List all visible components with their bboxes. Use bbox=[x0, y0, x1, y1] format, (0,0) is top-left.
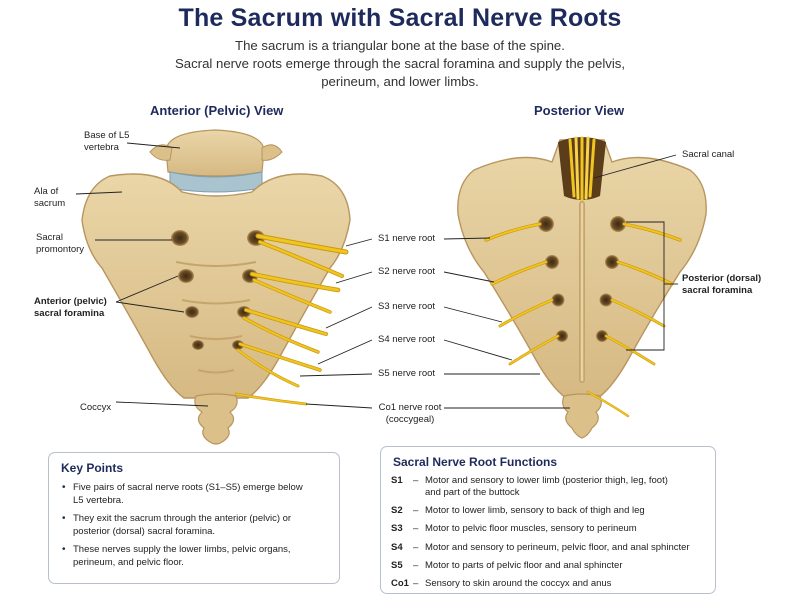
function-desc: Motor to lower limb, sensory to back of … bbox=[425, 505, 645, 516]
label-posterior-foramina: Posterior (dorsal)sacral foramina bbox=[682, 273, 762, 296]
anterior-view-heading: Anterior (Pelvic) View bbox=[150, 103, 284, 118]
label-s3-nerve-root: S3 nerve root bbox=[378, 301, 436, 312]
subtitle-line-3: perineum, and lower limbs. bbox=[321, 74, 479, 89]
label-s5-nerve-root: S5 nerve root bbox=[378, 368, 436, 379]
functions-title: Sacral Nerve Root Functions bbox=[393, 455, 558, 469]
function-row-s5: S5 – Motor to parts of pelvic floor and … bbox=[391, 560, 623, 571]
anterior-nerve-roots bbox=[234, 233, 349, 406]
function-code: S3 bbox=[391, 523, 403, 534]
bullet-icon: • bbox=[62, 544, 66, 555]
key-points-panel: Key Points • Five pairs of sacral nerve … bbox=[48, 452, 340, 584]
function-code: S2 bbox=[391, 505, 403, 516]
function-code: Co1 bbox=[391, 578, 409, 589]
coccyx bbox=[194, 393, 238, 445]
function-row-s2: S2 – Motor to lower limb, sensory to bac… bbox=[391, 505, 645, 516]
label-sacral-canal: Sacral canal bbox=[682, 149, 735, 160]
posterior-view-heading: Posterior View bbox=[534, 103, 625, 118]
function-desc: Motor and sensory to lower limb (posteri… bbox=[425, 475, 668, 498]
function-desc: Motor to parts of pelvic floor and anal … bbox=[425, 560, 623, 571]
function-desc: Motor and sensory to perineum, pelvic fl… bbox=[425, 542, 690, 553]
bullet-icon: • bbox=[62, 482, 66, 493]
label-s1-nerve-root: S1 nerve root bbox=[378, 233, 436, 244]
subtitle-line-1: The sacrum is a triangular bone at the b… bbox=[235, 38, 565, 53]
key-point-item: • Five pairs of sacral nerve roots (S1–S… bbox=[62, 482, 303, 506]
function-desc: Sensory to skin around the coccyx and an… bbox=[425, 578, 612, 589]
function-row-s1: S1 – Motor and sensory to lower limb (po… bbox=[391, 475, 668, 498]
cauda-equina bbox=[568, 136, 596, 202]
key-point-item: • They exit the sacrum through the anter… bbox=[62, 513, 292, 537]
function-row-co1: Co1 – Sensory to skin around the coccyx … bbox=[391, 578, 612, 589]
function-row-s4: S4 – Motor and sensory to perineum, pelv… bbox=[391, 542, 690, 553]
label-s2-nerve-root: S2 nerve root bbox=[378, 266, 436, 277]
anterior-sacrum bbox=[81, 129, 351, 445]
bullet-icon: • bbox=[62, 513, 66, 524]
l5-vertebra bbox=[165, 129, 265, 177]
label-s4-nerve-root: S4 nerve root bbox=[378, 334, 436, 345]
label-co1-nerve-root: Co1 nerve root(coccygeal) bbox=[378, 402, 442, 425]
key-point-item: • These nerves supply the lower limbs, p… bbox=[62, 544, 291, 568]
function-code: S5 bbox=[391, 560, 403, 571]
functions-panel: Sacral Nerve Root Functions S1 – Motor a… bbox=[380, 446, 716, 594]
posterior-sacrum bbox=[457, 136, 707, 439]
leader-lines bbox=[75, 142, 678, 409]
label-anterior-foramina: Anterior (pelvic)sacral foramina bbox=[34, 296, 107, 319]
function-desc: Motor to pelvic floor muscles, sensory t… bbox=[425, 523, 637, 534]
sacrum-illustration bbox=[75, 129, 707, 445]
function-code: S4 bbox=[391, 542, 403, 553]
function-code: S1 bbox=[391, 475, 403, 486]
page-title: The Sacrum with Sacral Nerve Roots bbox=[178, 4, 622, 32]
function-row-s3: S3 – Motor to pelvic floor muscles, sens… bbox=[391, 523, 637, 534]
label-coccyx: Coccyx bbox=[80, 402, 112, 413]
anterior-sacrum-body bbox=[81, 173, 351, 399]
subtitle-line-2: Sacral nerve roots emerge through the sa… bbox=[174, 56, 626, 71]
key-points-title: Key Points bbox=[61, 461, 124, 475]
